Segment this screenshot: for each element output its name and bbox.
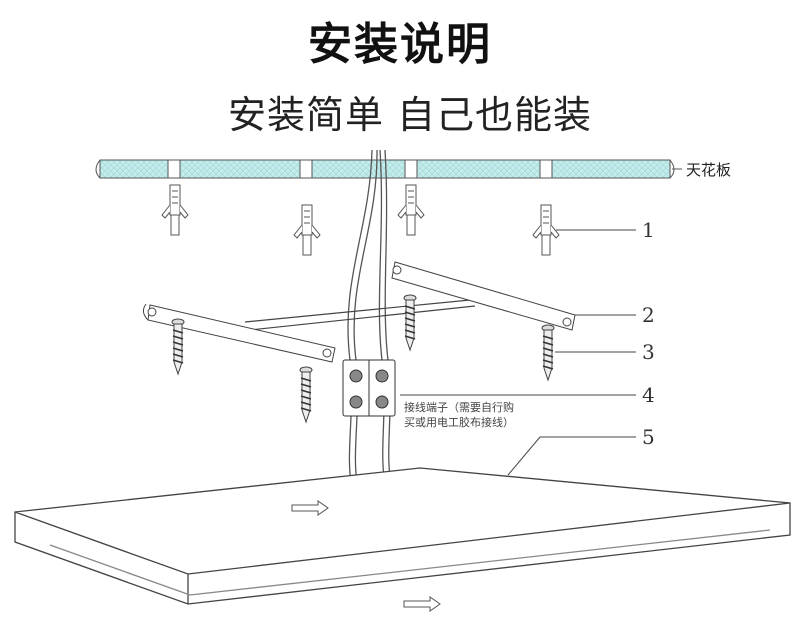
page-title: 安装说明 — [308, 19, 492, 70]
terminal-block — [342, 359, 396, 417]
page-subtitle: 安装简单 自己也能装 — [227, 93, 593, 137]
ceiling-label: 天花板 — [686, 161, 731, 179]
leader-lines — [400, 229, 636, 476]
power-wires — [347, 149, 393, 491]
part-label-4: 4 — [642, 383, 655, 407]
part-label-5: 5 — [642, 425, 655, 449]
wall-anchors — [161, 184, 560, 256]
terminal-note-line1: 接线端子（需要自行购 — [404, 400, 514, 414]
part-label-3: 3 — [642, 340, 655, 364]
ceiling-light-panel — [14, 467, 791, 605]
part-label-2: 2 — [642, 303, 655, 327]
direction-arrows — [291, 500, 441, 612]
terminal-note-line2: 买或用电工胶布接线） — [404, 415, 514, 429]
ceiling — [95, 159, 682, 179]
mounting-brackets — [142, 261, 576, 363]
part-label-1: 1 — [642, 218, 655, 242]
